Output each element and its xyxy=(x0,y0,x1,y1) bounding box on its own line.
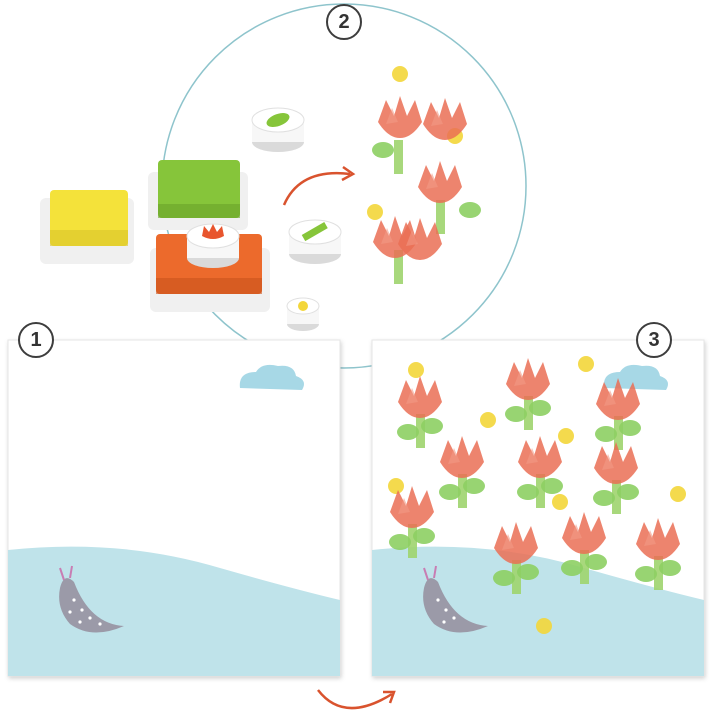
slug-icon-3 xyxy=(423,565,488,633)
ink-pad-green xyxy=(148,160,248,230)
step-badge-1: 1 xyxy=(18,322,54,358)
curved-arrow-icon-bottom xyxy=(317,689,396,710)
ink-pad-yellow xyxy=(40,190,134,264)
stem-stamp xyxy=(288,219,342,264)
cloud-icon xyxy=(239,364,304,390)
step-badge-2: 2 xyxy=(326,4,362,40)
tulip-stamp xyxy=(186,223,240,268)
leaf-stamp xyxy=(251,107,305,152)
slug-icon xyxy=(59,565,124,633)
curved-arrow-icon xyxy=(282,165,356,206)
panel-3-water xyxy=(372,546,704,676)
stamp-samples xyxy=(367,66,481,284)
step-badge-3: 3 xyxy=(636,322,672,358)
dot-stamp xyxy=(286,297,320,331)
panel-1-water xyxy=(8,546,340,676)
